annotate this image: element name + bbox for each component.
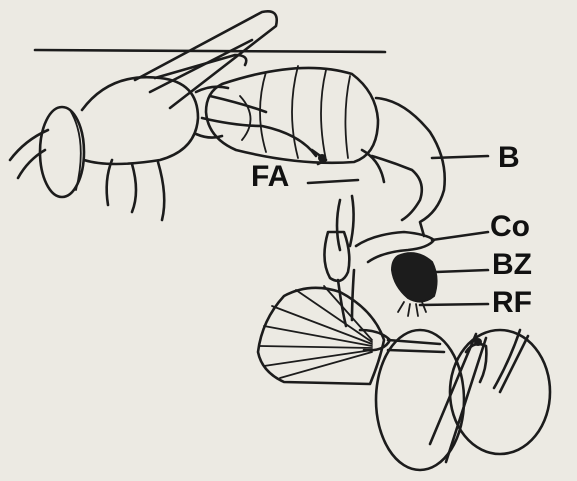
label-b: B <box>498 143 520 173</box>
leader-co <box>432 232 488 240</box>
label-bz: BZ <box>492 250 532 280</box>
organ-b-loop <box>376 98 445 236</box>
label-fa: FA <box>251 162 289 192</box>
leader-rf <box>420 304 488 305</box>
leader-fa <box>308 180 358 183</box>
label-rf: RF <box>492 288 532 318</box>
organ-bz <box>392 253 437 301</box>
upper-insect-leg <box>107 160 112 205</box>
lower-insect-leg <box>324 196 354 326</box>
upper-insect <box>10 11 384 220</box>
label-co: Co <box>490 212 530 242</box>
upper-insect-wing <box>135 11 277 108</box>
upper-insect-thorax <box>82 77 198 164</box>
horizontal-line <box>35 50 385 52</box>
leader-bz <box>436 270 488 272</box>
